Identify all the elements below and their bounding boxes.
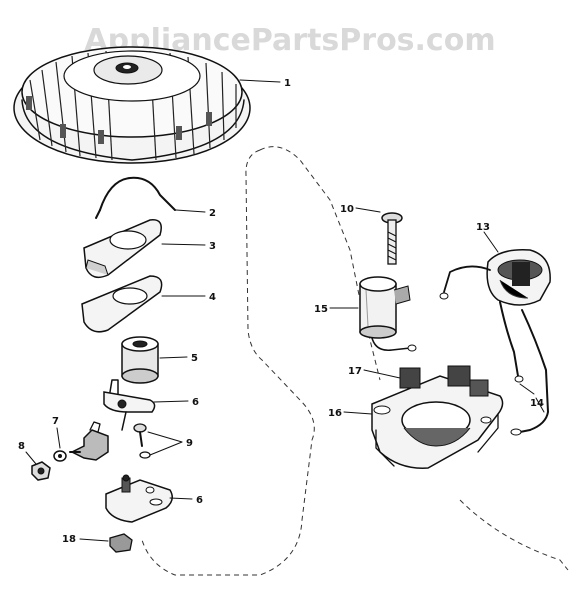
ignition-coil[interactable] — [439, 249, 551, 306]
terminal-washer[interactable] — [53, 450, 67, 462]
flywheel[interactable] — [13, 46, 251, 164]
coil-mounting-screw[interactable] — [381, 212, 403, 265]
breaker-point-plate[interactable] — [105, 474, 173, 523]
callout-8: 8 — [18, 441, 25, 452]
hex-nut[interactable] — [31, 461, 51, 481]
coil-lead-wires[interactable] — [499, 301, 549, 436]
lead-clip[interactable] — [109, 533, 133, 553]
callout-15: 15 — [314, 304, 328, 315]
ground-wire-clip[interactable] — [95, 176, 176, 219]
breaker-arm[interactable] — [103, 379, 156, 431]
callout-6-lower: 6 — [196, 495, 203, 506]
dust-cover[interactable] — [83, 219, 162, 279]
armature-plate[interactable] — [371, 365, 504, 469]
callout-5: 5 — [191, 353, 198, 364]
callout-18: 18 — [62, 534, 76, 545]
breaker-cam[interactable] — [121, 336, 159, 384]
callout-1: 1 — [284, 78, 291, 89]
callout-10: 10 — [340, 204, 354, 215]
callout-3: 3 — [209, 241, 216, 252]
callout-6-upper: 6 — [192, 397, 199, 408]
mounting-screw[interactable] — [133, 423, 151, 459]
callout-14: 14 — [530, 398, 544, 409]
callout-13: 13 — [476, 222, 490, 233]
callout-2: 2 — [209, 208, 216, 219]
gasket[interactable] — [81, 275, 163, 333]
condenser-terminal-block[interactable] — [69, 421, 109, 461]
callout-7: 7 — [52, 416, 59, 427]
callout-17: 17 — [348, 366, 362, 377]
condenser[interactable] — [359, 276, 417, 352]
assembly-group-outline — [141, 149, 315, 576]
callout-16: 16 — [328, 408, 342, 419]
callout-9: 9 — [186, 438, 193, 449]
callout-4: 4 — [209, 292, 216, 303]
